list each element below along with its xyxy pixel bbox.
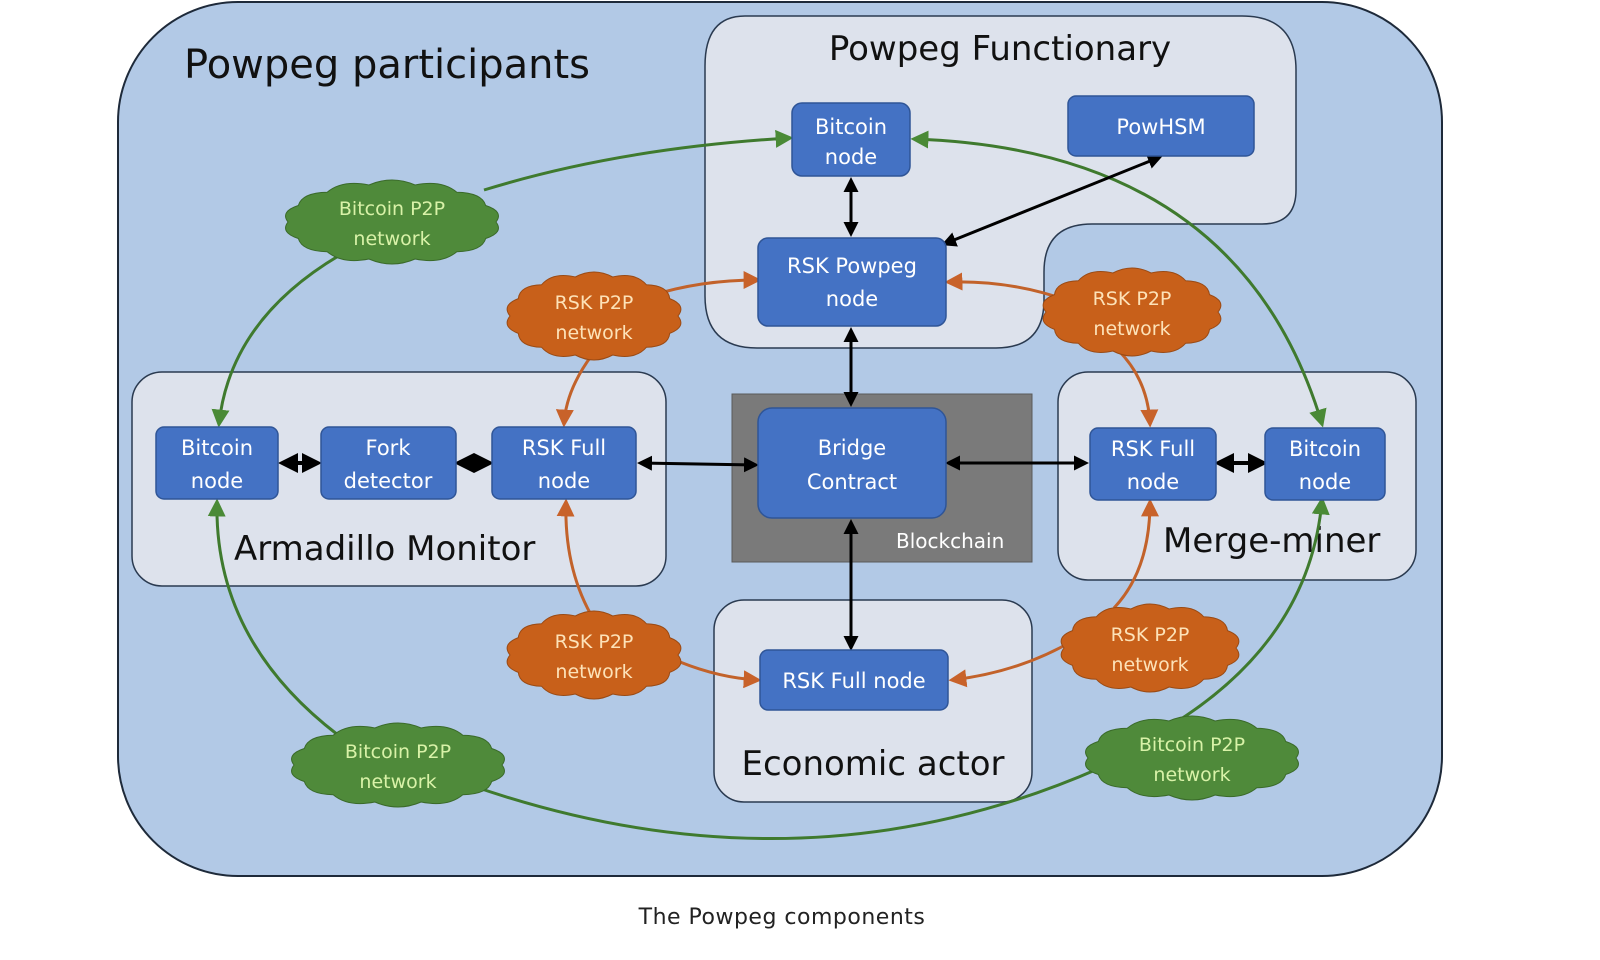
cloud-rsk-bottom-right: RSK P2P network — [1060, 603, 1240, 693]
cloud-label: network — [359, 771, 436, 793]
link-powhsm-powpeg — [941, 154, 1163, 247]
cloud-label: network — [1153, 764, 1230, 786]
link-btc-cloud-bl-to-arm-bitcoin — [207, 498, 339, 737]
node-label: PowHSM — [1116, 115, 1205, 139]
node-label: node — [1127, 470, 1179, 494]
node-label: RSK Full — [522, 436, 606, 460]
cloud-label: network — [1093, 318, 1170, 340]
rsk-cloud-shape — [506, 610, 682, 700]
node-label: Bitcoin — [1289, 437, 1361, 461]
cloud-btc-bottom-left: Bitcoin P2P network — [291, 722, 505, 808]
link-btc-cloud-br-to-mm-bitcoin — [1169, 496, 1330, 728]
blockchain-label: Blockchain — [896, 529, 1004, 553]
node-economic-rsk-full[interactable]: RSK Full node — [759, 649, 949, 711]
rsk-cloud-shape — [1060, 603, 1240, 693]
bitcoin-cloud-shape — [285, 179, 499, 265]
cloud-label: RSK P2P — [1111, 624, 1190, 646]
node-label: RSK Full — [1111, 437, 1195, 461]
node-fork-detector[interactable]: Fork detector — [320, 426, 457, 500]
node-label: node — [1299, 470, 1351, 494]
cloud-label: Bitcoin P2P — [339, 198, 445, 220]
cloud-label: RSK P2P — [555, 292, 634, 314]
link-rsk-cloud-br-to-mm-rsk — [1112, 498, 1159, 610]
cloud-label: Bitcoin P2P — [345, 741, 451, 763]
link-btc-cloud-tl-to-func-bitcoin — [483, 129, 794, 192]
node-merge-miner-rsk-full[interactable]: RSK Full node — [1089, 427, 1217, 501]
rsk-cloud-shape — [506, 271, 682, 361]
node-label: detector — [344, 469, 433, 493]
cloud-label: network — [1111, 654, 1188, 676]
link-arm-rsk-bridge — [637, 455, 759, 473]
rsk-cloud-shape — [1042, 267, 1222, 357]
node-label: Bitcoin — [181, 436, 253, 460]
figure-caption: The Powpeg components — [638, 905, 926, 930]
cloud-label: network — [555, 322, 632, 344]
node-label: node — [825, 145, 877, 169]
node-merge-miner-bitcoin[interactable]: Bitcoin node — [1264, 427, 1386, 501]
bitcoin-cloud-shape — [291, 722, 505, 808]
node-label: Contract — [807, 470, 897, 494]
node-label: RSK Powpeg — [787, 254, 917, 278]
node-armadillo-rsk-full[interactable]: RSK Full node — [491, 426, 637, 500]
merge-miner-title: Merge-miner — [1163, 521, 1380, 561]
node-label: node — [538, 469, 590, 493]
link-btc-cloud-tl-to-arm-bitcoin — [211, 253, 341, 428]
cloud-btc-top-left: Bitcoin P2P network — [285, 179, 499, 265]
bitcoin-cloud-shape — [1085, 715, 1299, 801]
economic-actor-title: Economic actor — [741, 744, 1004, 784]
node-label: RSK Full node — [782, 669, 925, 693]
node-armadillo-bitcoin[interactable]: Bitcoin node — [155, 426, 279, 500]
cloud-label: RSK P2P — [1093, 288, 1172, 310]
cloud-rsk-bottom-left: RSK P2P network — [506, 610, 682, 700]
cloud-btc-bottom-right: Bitcoin P2P network — [1085, 715, 1299, 801]
cloud-label: Bitcoin P2P — [1139, 734, 1245, 756]
cloud-rsk-top-left: RSK P2P network — [506, 271, 682, 361]
link-rsk-cloud-tr-to-mm-rsk — [1116, 348, 1159, 428]
main-title: Powpeg participants — [184, 42, 590, 88]
node-label: Bitcoin — [815, 115, 887, 139]
node-label: node — [191, 469, 243, 493]
cloud-label: network — [555, 661, 632, 683]
cloud-rsk-top-right: RSK P2P network — [1042, 267, 1222, 357]
node-functionary-bitcoin[interactable]: Bitcoin node — [791, 102, 911, 177]
cloud-label: network — [353, 228, 430, 250]
functionary-title: Powpeg Functionary — [829, 29, 1171, 69]
link-btc-cloud-bl-to-btc-cloud-br — [469, 766, 1101, 841]
armadillo-title: Armadillo Monitor — [234, 529, 535, 569]
node-powhsm[interactable]: PowHSM — [1067, 95, 1255, 157]
node-label: node — [826, 287, 878, 311]
link-rsk-cloud-tl-to-arm-rsk — [555, 354, 594, 428]
link-rsk-cloud-br-to-eco-rsk — [948, 638, 1075, 688]
link-func-bitcoin-to-mm-bitcoin — [910, 130, 1327, 428]
link-rsk-cloud-bl-to-eco-rsk — [679, 660, 762, 689]
node-label: Fork — [366, 436, 412, 460]
cloud-label: RSK P2P — [555, 631, 634, 653]
link-rsk-cloud-bl-to-arm-rsk — [556, 498, 596, 621]
node-label: Bridge — [818, 436, 886, 460]
node-rsk-powpeg[interactable]: RSK Powpeg node — [757, 237, 947, 327]
node-bridge-contract[interactable]: Bridge Contract — [757, 407, 947, 519]
